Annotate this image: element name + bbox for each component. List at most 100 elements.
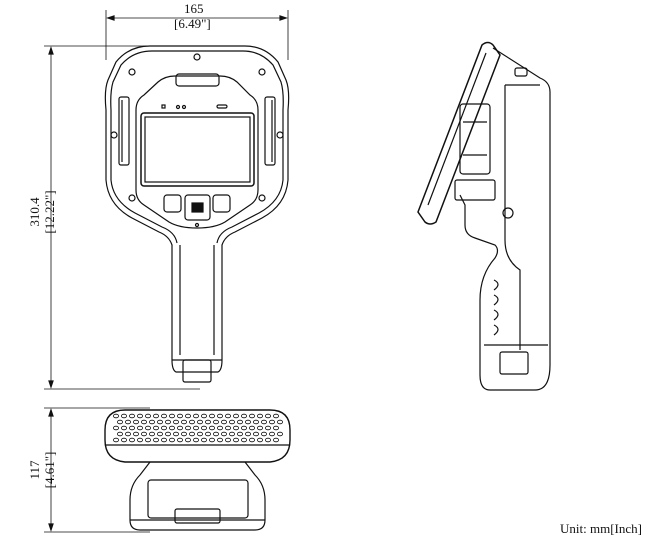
vent-hole xyxy=(212,419,219,425)
vent-hole xyxy=(136,437,143,443)
vent-hole xyxy=(136,425,143,431)
vent-hole xyxy=(248,413,255,419)
depth-dimension xyxy=(44,407,150,533)
vent-hole xyxy=(256,437,263,443)
vent-hole xyxy=(264,437,271,443)
vent-hole xyxy=(268,419,275,425)
vent-hole xyxy=(144,437,151,443)
vent-hole xyxy=(128,437,135,443)
vent-hole xyxy=(132,419,139,425)
vent-hole xyxy=(252,419,259,425)
vent-hole xyxy=(113,425,120,431)
vent-hole xyxy=(224,413,231,419)
vent-hole xyxy=(252,431,259,437)
vent-hole xyxy=(272,413,279,419)
vent-hole xyxy=(117,419,124,425)
side-view xyxy=(417,41,551,391)
vent-hole xyxy=(260,419,267,425)
vent-hole xyxy=(164,419,171,425)
vent-hole xyxy=(244,431,251,437)
vent-hole xyxy=(172,419,179,425)
height-inch-label: [12.22"] xyxy=(42,190,57,234)
vent-hole xyxy=(248,437,255,443)
vent-hole xyxy=(128,425,135,431)
vent-hole xyxy=(184,437,191,443)
vent-hole xyxy=(180,419,187,425)
vent-hole xyxy=(200,425,207,431)
front-view xyxy=(104,45,290,383)
vent-hole xyxy=(232,413,239,419)
vent-hole xyxy=(244,419,251,425)
depth-mm-label: 117 xyxy=(27,460,42,480)
vent-hole xyxy=(125,431,132,437)
vent-hole xyxy=(256,425,263,431)
vent-hole xyxy=(228,419,235,425)
vent-hole xyxy=(121,413,128,419)
vent-hole xyxy=(276,431,283,437)
vent-hole xyxy=(216,425,223,431)
vent-hole xyxy=(168,425,175,431)
vent-hole xyxy=(160,437,167,443)
vent-hole xyxy=(264,413,271,419)
vent-hole xyxy=(192,425,199,431)
vent-hole xyxy=(208,425,215,431)
height-mm-label: 310.4 xyxy=(27,197,42,227)
vent-hole xyxy=(212,431,219,437)
vent-hole xyxy=(188,419,195,425)
vent-hole xyxy=(240,413,247,419)
width-inch-label: [6.49"] xyxy=(174,16,211,31)
unit-label: Unit: mm[Inch] xyxy=(560,521,642,536)
vent-hole xyxy=(160,413,167,419)
vent-hole xyxy=(152,413,159,419)
vent-hole xyxy=(224,425,231,431)
bottom-view xyxy=(104,409,291,531)
vent-hole xyxy=(192,437,199,443)
vent-hole xyxy=(216,437,223,443)
vent-hole xyxy=(128,413,135,419)
vent-hole xyxy=(228,431,235,437)
vent-hole xyxy=(113,437,120,443)
vent-hole xyxy=(208,413,215,419)
vent-hole xyxy=(224,437,231,443)
vent-hole xyxy=(216,413,223,419)
height-dimension xyxy=(44,45,200,390)
vent-hole xyxy=(184,425,191,431)
vent-hole xyxy=(240,425,247,431)
vent-hole xyxy=(121,437,128,443)
vent-hole xyxy=(168,413,175,419)
vent-hole xyxy=(196,431,203,437)
vent-hole xyxy=(200,413,207,419)
vent-hole xyxy=(276,419,283,425)
vent-hole xyxy=(208,437,215,443)
vent-hole xyxy=(256,413,263,419)
vent-hole xyxy=(136,413,143,419)
vent-hole xyxy=(156,419,163,425)
vent-hole xyxy=(180,431,187,437)
vent-hole xyxy=(236,431,243,437)
vent-hole xyxy=(220,419,227,425)
vent-hole xyxy=(160,425,167,431)
vent-hole xyxy=(260,431,267,437)
vent-hole xyxy=(240,437,247,443)
vent-hole xyxy=(220,431,227,437)
vent-hole xyxy=(264,425,271,431)
vent-hole xyxy=(188,431,195,437)
vent-hole xyxy=(272,425,279,431)
vent-hole xyxy=(268,431,275,437)
vent-hole xyxy=(132,431,139,437)
vent-hole xyxy=(176,425,183,431)
width-mm-label: 165 xyxy=(184,1,204,16)
vent-hole xyxy=(121,425,128,431)
vent-hole xyxy=(204,431,211,437)
vent-hole xyxy=(156,431,163,437)
depth-inch-label: [4.61"] xyxy=(42,451,57,489)
vent-hole xyxy=(232,437,239,443)
vent-hole xyxy=(272,437,279,443)
vent-hole xyxy=(140,419,147,425)
vent-hole xyxy=(232,425,239,431)
vent-hole xyxy=(144,425,151,431)
vent-hole xyxy=(200,437,207,443)
vent-hole xyxy=(148,431,155,437)
